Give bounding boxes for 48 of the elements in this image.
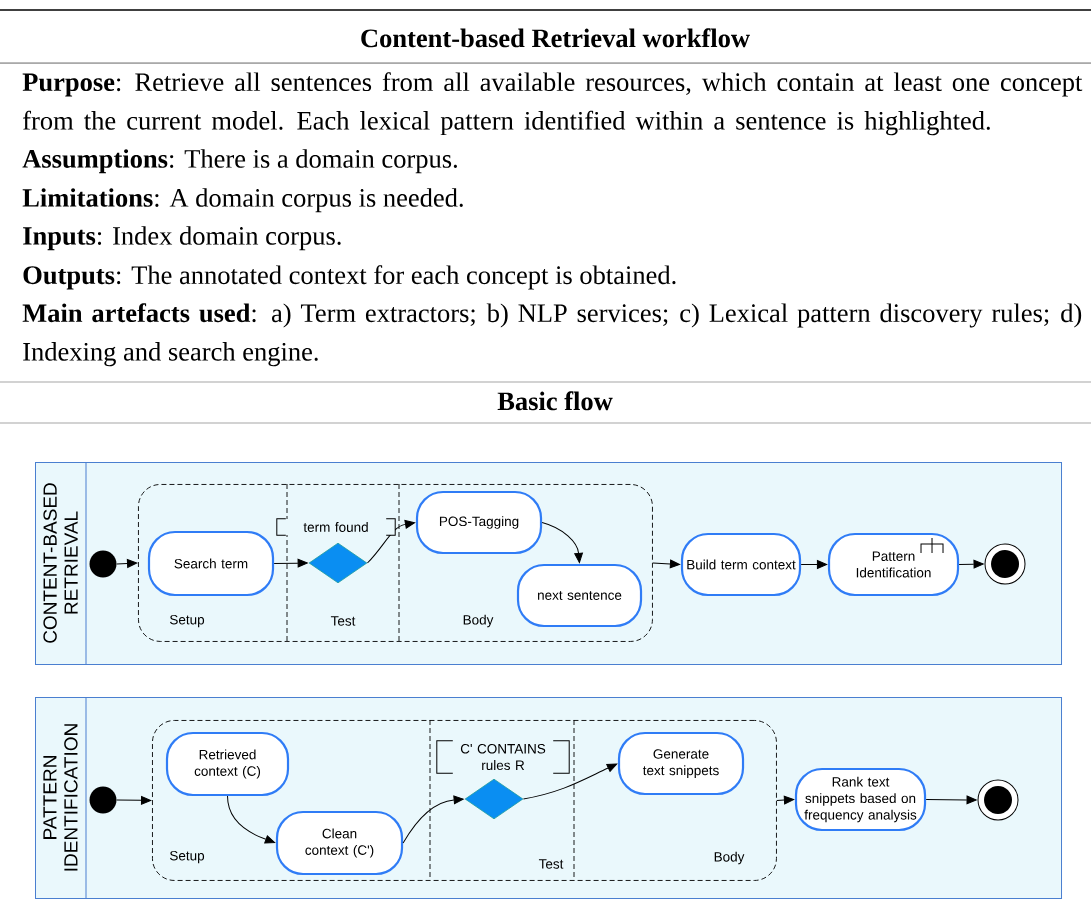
section-label: Body xyxy=(463,614,494,628)
action-box: Search term xyxy=(147,530,275,597)
arrow xyxy=(273,558,308,568)
guard-label: term found xyxy=(276,518,396,536)
final-node xyxy=(984,543,1026,585)
action-box: POS-Tagging xyxy=(415,490,543,555)
action-box: Pattern Identification xyxy=(827,532,960,597)
initial-node xyxy=(89,550,117,578)
action-box: Generate text snippets xyxy=(617,731,745,796)
title: Content-based Retrieval workflow xyxy=(361,28,750,48)
action-box: next sentence xyxy=(516,563,643,628)
section-heading: Basic flow xyxy=(497,391,613,411)
arrow xyxy=(522,763,618,800)
section-label: Test xyxy=(330,616,356,626)
paragraph: Purpose: Retrieve all sentences from all available resources, which contain at least one concept from the current model. Each lexical pattern identified within a sentence is highlighted. xyxy=(22,72,1083,136)
final-node xyxy=(977,779,1019,821)
arrow xyxy=(116,795,152,805)
section-label: Test xyxy=(538,859,564,869)
action-box: Rank text snippets based on frequency analysis xyxy=(794,767,927,832)
arrow xyxy=(925,795,977,805)
guard-label: C' CONTAINS rules R xyxy=(436,740,570,774)
arrow xyxy=(366,520,416,564)
paragraph: Assumptions: There is a domain corpus. xyxy=(22,149,457,174)
arrow xyxy=(402,795,464,844)
lane-title: PATTERN IDENTIFICATION xyxy=(43,724,78,871)
arrow xyxy=(652,559,681,569)
arrow xyxy=(776,795,795,805)
paragraph: Outputs: The annotated context for each concept is obtained. xyxy=(23,265,676,290)
arrow xyxy=(800,560,828,569)
initial-node xyxy=(89,786,117,814)
section-label: Body xyxy=(714,851,745,865)
arrow xyxy=(541,522,583,564)
paragraph: Limitations: A domain corpus is needed. xyxy=(22,188,463,213)
arrow xyxy=(227,795,276,844)
paragraph: Inputs: Index domain corpus. xyxy=(23,226,341,251)
paragraph: Main artefacts used: a) Term extractors; b) NLP services; c) Lexical pattern discovery rules; d) Indexing and search engine. xyxy=(22,303,1082,367)
decision-diamond xyxy=(308,542,368,584)
section-label: Setup xyxy=(170,614,205,628)
action-box: Retrieved context (C) xyxy=(165,731,290,797)
section-label: Setup xyxy=(170,850,205,864)
loop-region xyxy=(152,719,777,881)
arrow xyxy=(116,559,138,568)
loop-region xyxy=(138,483,653,642)
decision-diamond xyxy=(464,778,524,820)
lane-title: CONTENT-BASED RETRIEVAL xyxy=(43,483,78,643)
action-box: Build term context xyxy=(680,532,802,597)
arrow xyxy=(958,559,984,569)
action-box: Clean context (C') xyxy=(275,810,404,876)
